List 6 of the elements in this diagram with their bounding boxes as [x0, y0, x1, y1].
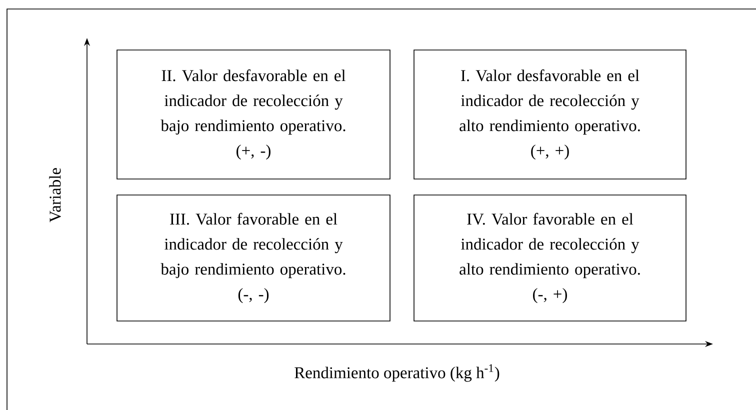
- quadrant-box: IV. Valor favorable en el indicador de recolección y alto rendimiento operativo. (-, +): [414, 194, 686, 322]
- axis-label: Rendimiento operativo (kg h$^{-1}$): [294, 364, 500, 382]
- quadrant-box: I. Valor desfavorable en el indicador de recolección y alto rendimiento operativo. (+, +): [414, 50, 686, 180]
- quadrant-box: III. Valor favorable en el indicador de recolección y bajo rendimiento operativo. (-, -): [116, 194, 390, 322]
- axis-label: Variable: [49, 168, 61, 222]
- quadrant-box: II. Valor desfavorable en el indicador de recolección y bajo rendimiento operativo. (+, -): [116, 50, 390, 180]
